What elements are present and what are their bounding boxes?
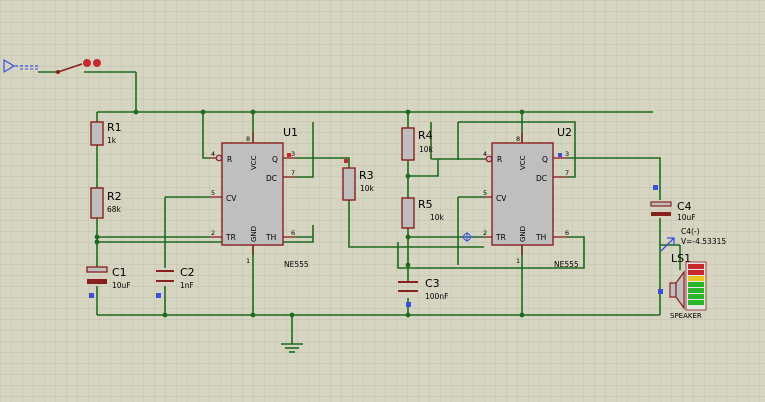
u2-pin-num-2: 2 [483, 229, 487, 237]
u2-pin-r: R [497, 155, 502, 164]
u1-pin-num-1: 1 [246, 257, 250, 265]
u2-pin-num-8: 8 [516, 135, 520, 143]
resistor-r5[interactable]: R5 10k [401, 197, 445, 229]
u2-pin-num-6: 6 [565, 229, 569, 237]
resistor-r4[interactable]: R4 10k [401, 127, 434, 161]
c1-value: 10uF [112, 281, 131, 290]
r2-value: 68k [107, 205, 122, 214]
u2-pin-dc: DC [536, 174, 547, 183]
c3-ref: C3 [425, 277, 440, 290]
u1-ref: U1 [283, 126, 298, 139]
u2-pin-num-3: 3 [565, 150, 569, 158]
u1-pin-q: Q [272, 155, 278, 164]
probe-icon[interactable] [3, 58, 38, 74]
r1-value: 1k [107, 136, 117, 145]
resistor-r3[interactable]: R3 10k [342, 159, 375, 201]
resistor-r2[interactable]: R2 68k [90, 187, 122, 219]
capacitor-c2[interactable]: C2 1nF [156, 266, 195, 298]
r2-ref: R2 [107, 190, 122, 203]
r4-value: 10k [419, 145, 434, 154]
u2-pin-num-7: 7 [565, 169, 569, 177]
u1-pin-num-6: 6 [291, 229, 295, 237]
c4-value: 10uF [677, 213, 696, 222]
u2-pin-gnd: GND [519, 226, 527, 242]
r5-ref: R5 [418, 198, 433, 211]
c3-value: 100nF [425, 292, 448, 301]
voltage-probe[interactable]: C4(-) V=-4.53315 [660, 227, 726, 252]
r3-value: 10k [360, 184, 375, 193]
u2-pin-num-1: 1 [516, 257, 520, 265]
junction-dots [94, 109, 525, 318]
u1-pin-cv: CV [226, 194, 237, 203]
c2-value: 1nF [180, 281, 194, 290]
capacitor-c4[interactable]: C4 10uF [650, 185, 696, 222]
u1-pin-th: TH [265, 233, 276, 242]
u1-pin-num-7: 7 [291, 169, 295, 177]
u1-pin-gnd: GND [250, 226, 258, 242]
c1-ref: C1 [112, 266, 127, 279]
wires [96, 72, 681, 344]
capacitor-c3[interactable]: C3 100nF [398, 277, 448, 307]
u1-pin-num-3: 3 [291, 150, 295, 158]
c4-ref: C4 [677, 200, 692, 213]
u1-pin-dc: DC [266, 174, 277, 183]
resistor-r1[interactable]: R1 1k [90, 121, 122, 146]
u1-pin-r: R [227, 155, 232, 164]
u1-pin-num-8: 8 [246, 135, 250, 143]
ls1-name: SPEAKER [670, 312, 702, 320]
speaker-icon [669, 270, 685, 310]
speaker-level-meter [685, 261, 707, 311]
u2-ref: U2 [557, 126, 572, 139]
u2-pin-vcc: VCC [519, 155, 527, 170]
u1-pin-tr: TR [225, 233, 236, 242]
probe-value: V=-4.53315 [681, 237, 726, 246]
timer-u2[interactable]: U2 NE555 R CV TR Q DC TH VCC GND 4 5 2 3… [483, 126, 579, 269]
ground-icon[interactable] [281, 343, 303, 353]
r4-ref: R4 [418, 129, 433, 142]
u1-pin-vcc: VCC [250, 155, 258, 170]
u2-part: NE555 [554, 260, 579, 269]
r3-ref: R3 [359, 169, 374, 182]
speaker-ls1[interactable]: LS1 SPEAKER [658, 252, 707, 320]
u1-pin-num-4: 4 [211, 150, 215, 158]
u1-part: NE555 [284, 260, 309, 269]
u2-pin-th: TH [535, 233, 546, 242]
u1-pin-num-2: 2 [211, 229, 215, 237]
u2-pin-tr: TR [495, 233, 506, 242]
u2-pin-num-5: 5 [483, 189, 487, 197]
switch-icon[interactable] [38, 59, 136, 74]
u1-pin-num-5: 5 [211, 189, 215, 197]
u2-pin-q: Q [542, 155, 548, 164]
u2-pin-num-4: 4 [483, 150, 487, 158]
capacitor-c1[interactable]: C1 10uF [86, 266, 131, 298]
u2-pin-cv: CV [496, 194, 507, 203]
c2-ref: C2 [180, 266, 195, 279]
timer-u1[interactable]: U1 NE555 R CV TR Q DC TH VCC GND 4 5 2 3… [210, 126, 309, 269]
probe-arrow-icon [660, 237, 675, 252]
r5-value: 10k [430, 213, 445, 222]
crosshair-icon [462, 232, 472, 242]
probe-name: C4(-) [681, 227, 700, 236]
r1-ref: R1 [107, 121, 122, 134]
